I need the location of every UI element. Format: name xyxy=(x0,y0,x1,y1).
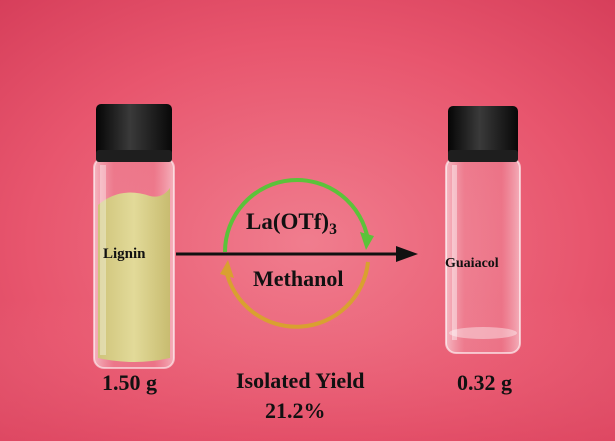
cycle-arrowhead-icon xyxy=(360,232,374,250)
guaiacol-mass: 0.32 g xyxy=(457,370,512,395)
yield-value: 21.2% xyxy=(265,398,326,423)
solvent-label: Methanol xyxy=(253,266,344,291)
catalyst-label: La(OTf)3 xyxy=(246,209,337,239)
cycle-arrowhead-icon xyxy=(220,260,234,278)
reaction-arrow xyxy=(176,246,418,262)
guaiacol-vial xyxy=(445,106,521,354)
vial-cap-icon xyxy=(96,104,172,162)
guaiacol-label: Guaiacol xyxy=(445,256,499,271)
lignin-label: Lignin xyxy=(103,246,146,262)
lignin-mass: 1.50 g xyxy=(102,370,157,395)
vial-cap-icon xyxy=(448,106,518,162)
yield-title: Isolated Yield xyxy=(236,368,365,393)
catalytic-cycle xyxy=(220,178,374,329)
arrow-head-icon xyxy=(396,246,418,262)
lignin-vial xyxy=(93,104,175,369)
